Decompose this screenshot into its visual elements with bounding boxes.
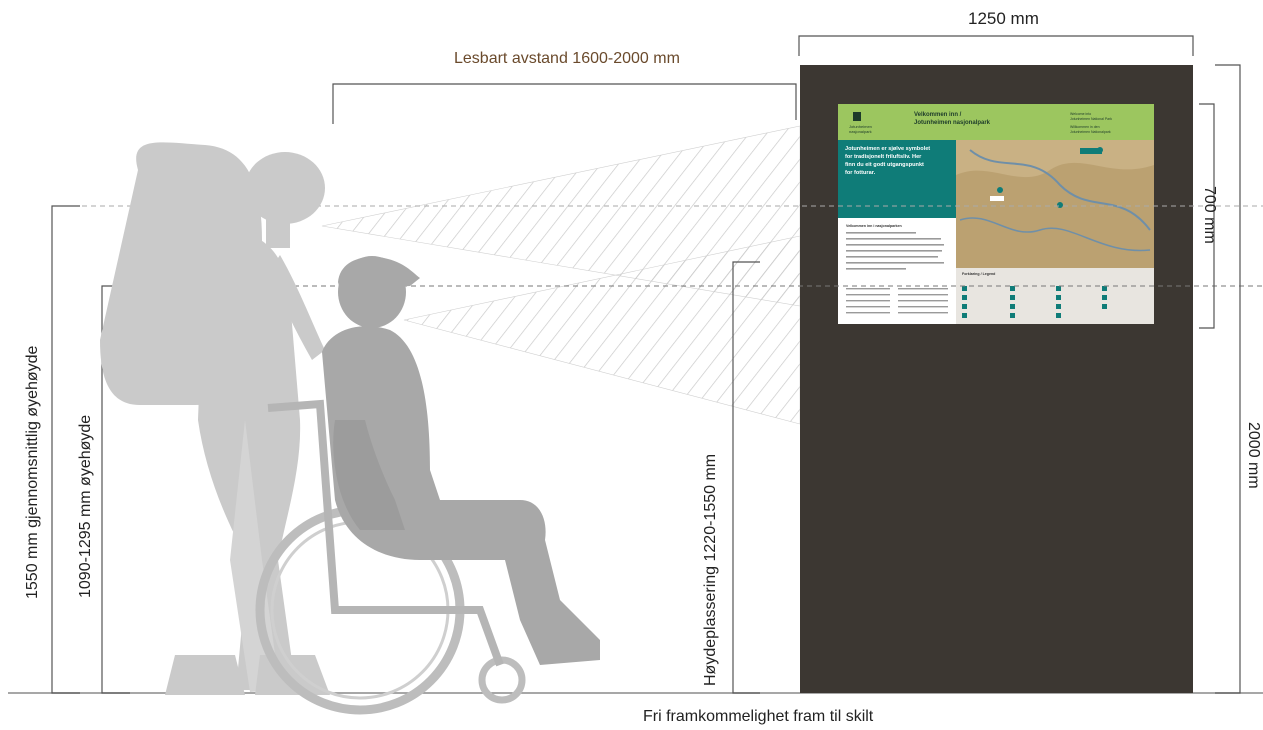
panel-intro-line4: for fotturar.	[845, 170, 876, 176]
panel-subtitle-line2: Jotunheimen National Park	[1070, 117, 1113, 121]
panel-body-heading: Velkommen inn i nasjonalparken	[846, 224, 902, 228]
mount-height-bracket	[732, 261, 760, 694]
eye-height-avg-label: 1550 mm gjennomsnittlig øyehøyde	[24, 345, 41, 599]
panel-logo-line1: Jotunheimen	[849, 124, 872, 129]
sign-width-label: 1250 mm	[968, 9, 1039, 28]
panel-logo-line2: nasjonalpark	[849, 129, 872, 134]
panel-intro-line1: Jotunheimen er sjølve symbolet	[845, 146, 931, 152]
park-logo-icon	[853, 112, 861, 121]
panel-header-band	[838, 104, 1154, 140]
panel-subtitle-line4: Jotunheimen Nationalpark	[1070, 130, 1111, 134]
panel-legend-title: Forklaring / Legend	[962, 272, 996, 276]
panel-title-line2: Jotunheimen nasjonalpark	[914, 120, 991, 126]
panel-intro-line2: for tradisjonelt friluftsliv. Her	[845, 154, 922, 160]
panel-legend-icons	[962, 286, 1107, 318]
panel-subtitle-line1: Welcome into	[1070, 112, 1092, 116]
clear-access-label: Fri framkommelighet fram til skilt	[643, 708, 874, 725]
sign-height-bracket	[1215, 64, 1241, 694]
mount-height-label: Høydeplassering 1220-1550 mm	[702, 453, 719, 686]
eye-height-avg-bracket	[51, 205, 80, 694]
sign-height-label: 2000 mm	[1245, 422, 1262, 489]
reading-distance-label: Lesbart avstand 1600-2000 mm	[454, 50, 680, 67]
panel-height-bracket	[1199, 103, 1215, 329]
panel-subtitle-line3: Willkommen in den	[1070, 125, 1100, 129]
sign-width-bracket	[798, 35, 1194, 56]
wheelchair-user-silhouette-icon	[255, 256, 600, 715]
panel-intro-line3: finn du eit godt utgangspunkt	[845, 162, 924, 168]
information-panel	[838, 104, 1154, 324]
panel-height-label: 700 mm	[1201, 186, 1218, 244]
panel-body-text-lines	[846, 232, 948, 314]
panel-title-line1: Velkommen inn /	[914, 112, 962, 118]
eye-height-seated-label: 1090-1295 mm øyehøyde	[77, 414, 94, 598]
hiker-silhouette-icon	[100, 142, 330, 695]
reading-distance-bracket	[332, 83, 797, 124]
